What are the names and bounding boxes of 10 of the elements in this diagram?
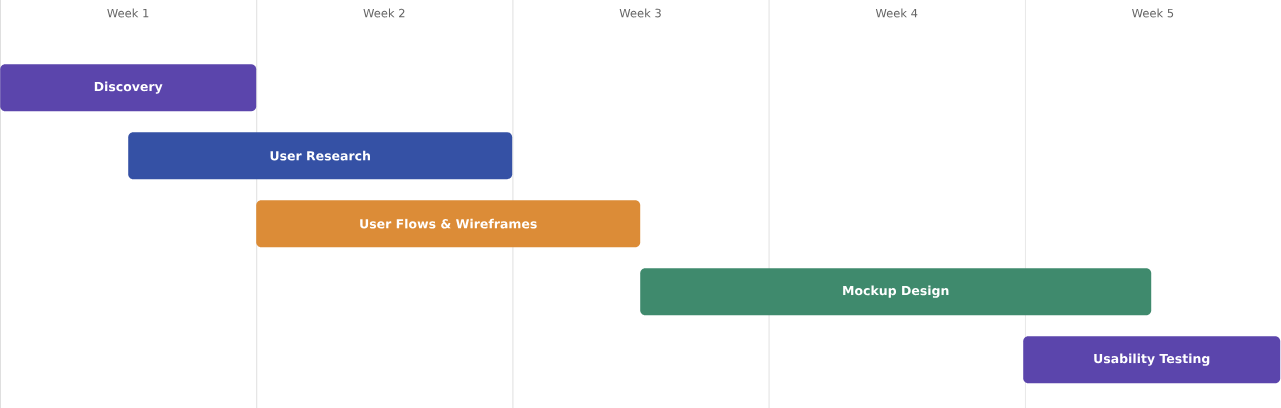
task-bar: Usability Testing	[1023, 336, 1281, 384]
week-header: Week 2	[363, 8, 405, 18]
week-header: Week 5	[1132, 8, 1174, 18]
task-bar: User Flows & Wireframes	[256, 200, 641, 248]
task-bar: Mockup Design	[640, 268, 1152, 316]
task-bar: Discovery	[0, 64, 257, 112]
task-bar: User Research	[128, 132, 513, 180]
week-header: Week 1	[107, 8, 149, 18]
week-header: Week 3	[619, 8, 661, 18]
week-header: Week 4	[875, 8, 918, 18]
